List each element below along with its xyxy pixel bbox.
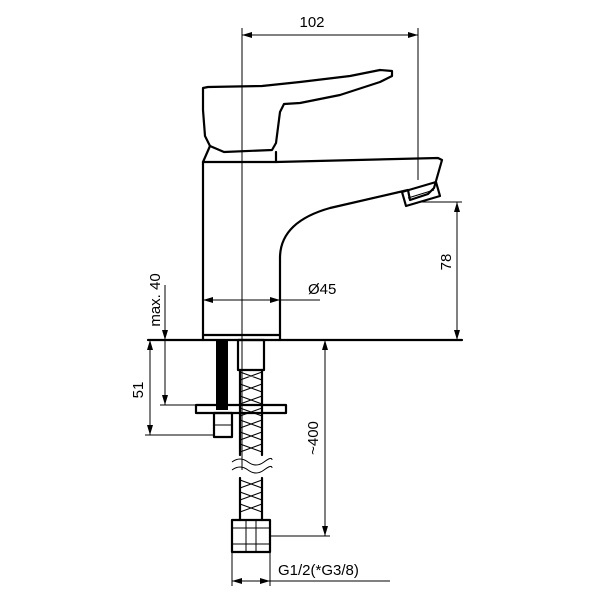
hose-braid — [239, 371, 263, 453]
hose-break-bottom — [231, 465, 273, 474]
spout-body — [201, 156, 444, 337]
lever-handle — [201, 68, 394, 154]
hose-break-top — [231, 457, 273, 466]
mounting-assembly — [194, 338, 288, 439]
width-label: 102 — [299, 14, 324, 31]
dim-hose-length: ~400 — [264, 339, 330, 537]
threaded-shank — [216, 340, 228, 410]
dim-spout-height: 78 — [420, 201, 462, 340]
shank-label: 51 — [130, 382, 147, 399]
handle-base — [201, 144, 278, 164]
dim-width: 102 — [242, 14, 419, 180]
max-deck-label: max. 40 — [147, 273, 164, 326]
dim-thread: G1/2(*G3/8) — [231, 552, 390, 586]
aerator — [400, 180, 442, 208]
hose-length-label: ~400 — [305, 421, 322, 455]
dim-max-deck: max. 40 — [147, 273, 196, 406]
aerator-line — [407, 189, 435, 199]
diameter-label: Ø45 — [308, 281, 336, 298]
dim-diameter: Ø45 — [203, 281, 336, 303]
braided-hose — [230, 368, 273, 554]
dim-shank: 51 — [130, 340, 214, 436]
spout-height-label: 78 — [438, 254, 455, 271]
hose-lower-braid — [239, 479, 263, 513]
thread-label: G1/2(*G3/8) — [278, 562, 359, 579]
hose-nut — [230, 518, 272, 554]
hose-fitting-top — [236, 338, 266, 372]
